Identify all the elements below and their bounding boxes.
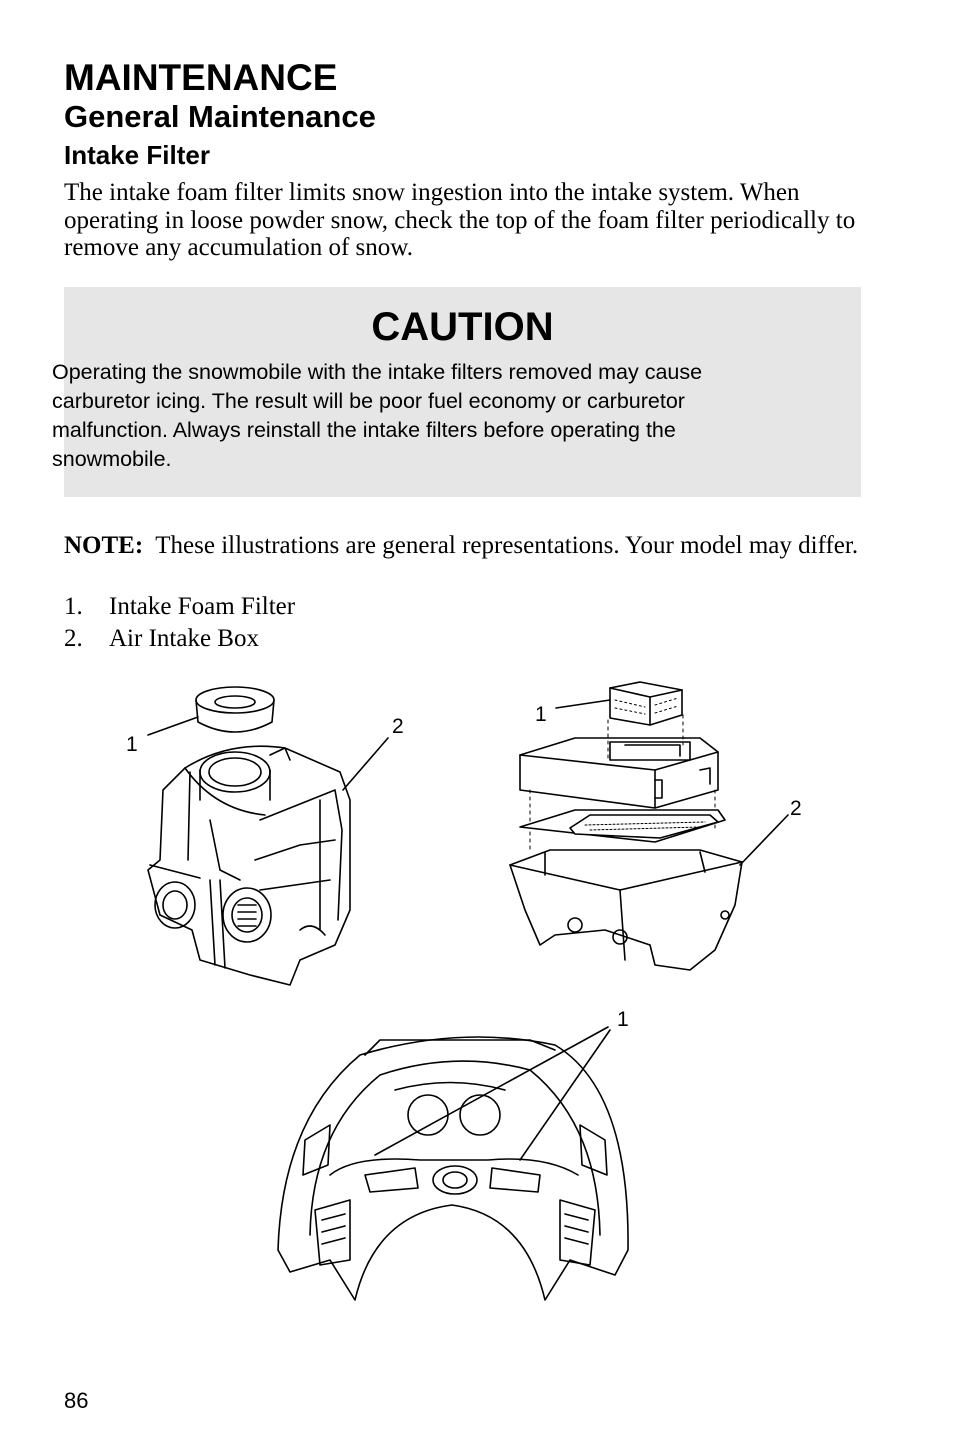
figure-intake-box-round	[147, 686, 389, 986]
legend-number: 2.	[64, 625, 83, 652]
filter-tray	[519, 809, 726, 843]
square-foam-filter	[609, 681, 683, 726]
legend-item-2: 2. Air Intake Box	[64, 624, 259, 654]
airbox-lid	[519, 737, 719, 809]
note-text: These illustrations are general represen…	[155, 532, 859, 559]
leader-line	[739, 814, 789, 866]
note-label: NOTE:	[64, 532, 144, 559]
intake-box-body	[147, 745, 351, 986]
foam-ring-filter	[195, 686, 275, 733]
section-heading: Intake Filter	[64, 140, 210, 170]
caution-box: CAUTION	[64, 287, 861, 497]
gauge-right-icon	[459, 1094, 501, 1136]
figure-hood-dash	[277, 1026, 629, 1301]
leader-line	[555, 699, 611, 709]
legend-label: Intake Foam Filter	[109, 593, 296, 620]
caution-text: Operating the snowmobile with the intake…	[52, 360, 703, 471]
leader-line	[519, 1029, 611, 1161]
page-subtitle: General Maintenance	[64, 99, 376, 134]
legend-label: Air Intake Box	[109, 625, 259, 652]
page-number: 86	[64, 1388, 89, 1413]
airbox-base	[509, 849, 743, 971]
caution-title: CAUTION	[371, 305, 554, 349]
callout-1: 1	[126, 733, 138, 756]
leader-line	[374, 1026, 609, 1156]
page-title: MAINTENANCE	[64, 57, 338, 98]
leader-line	[342, 737, 389, 791]
alignment-lines	[529, 714, 716, 851]
leader-line	[147, 716, 199, 736]
intro-paragraph: The intake foam filter limits snow inges…	[64, 179, 856, 261]
figure-intake-box-square	[509, 681, 789, 971]
note-paragraph: NOTE: These illustrations are general re…	[64, 532, 864, 560]
callout-1: 1	[617, 1008, 629, 1031]
legend-item-1: 1. Intake Foam Filter	[64, 592, 295, 622]
legend-number: 1.	[64, 593, 83, 620]
callout-1: 1	[535, 703, 547, 726]
callout-2: 2	[790, 797, 802, 820]
callout-2: 2	[392, 715, 404, 738]
